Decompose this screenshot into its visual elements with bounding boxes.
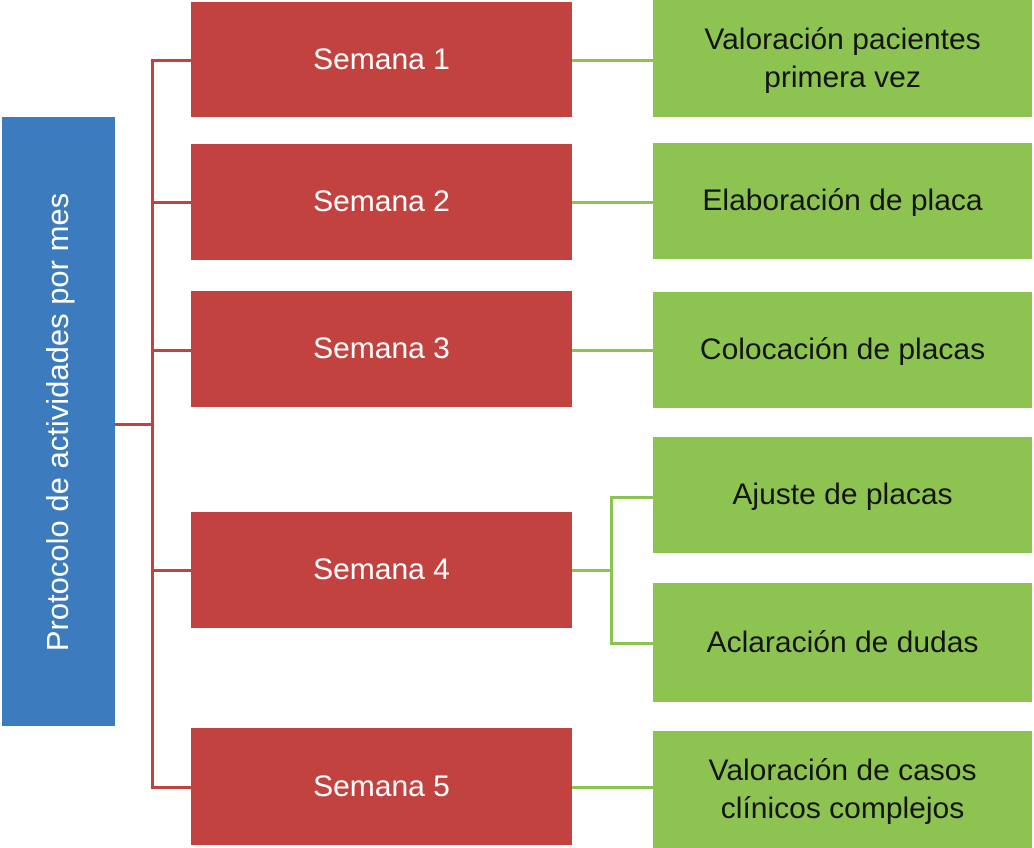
connector-week5-activity [572,786,653,789]
branch-week-4 [151,569,191,572]
connector-week4-vertical [610,496,613,645]
connector-week1-activity [572,59,653,62]
connector-week4-stub [572,569,613,572]
activity-node-5: Aclaración de dudas [653,583,1032,702]
root-node: Protocolo de actividades por mes [2,117,115,726]
week-node-5-label: Semana 5 [313,769,450,803]
week-node-1: Semana 1 [191,2,572,117]
connector-week4-activity-bottom [610,642,653,645]
branch-week-5 [151,786,191,789]
activity-node-6: Valoración de casos clínicos complejos [653,731,1032,848]
trunk-line [151,59,154,789]
activity-node-3: Colocación de placas [653,292,1032,408]
week-node-3-label: Semana 3 [313,332,450,365]
root-node-label: Protocolo de actividades por mes [40,192,76,651]
activity-node-1: Valoración pacientes primera vez [653,0,1032,117]
activity-node-4: Ajuste de placas [653,437,1032,553]
connector-week4-activity-top [610,496,653,499]
activity-node-2: Elaboración de placa [653,143,1032,259]
week-node-3: Semana 3 [191,291,572,407]
root-to-trunk-connector [115,423,151,426]
activity-node-2-label: Elaboración de placa [702,184,983,217]
branch-week-2 [151,201,191,204]
week-node-5: Semana 5 [191,728,572,845]
connector-week3-activity [572,349,653,352]
activity-node-4-label: Ajuste de placas [732,478,953,511]
activity-node-6-label: Valoración de casos clínicos complejos [708,753,977,825]
week-node-4-label: Semana 4 [313,553,450,586]
week-node-2: Semana 2 [191,144,572,260]
activity-node-5-label: Aclaración de dudas [706,625,979,659]
week-node-4: Semana 4 [191,512,572,628]
activity-node-3-label: Colocación de placas [699,333,986,366]
week-node-2-label: Semana 2 [313,185,450,218]
connector-week2-activity [572,201,653,204]
branch-week-3 [151,349,191,352]
branch-week-1 [151,59,191,62]
week-node-1-label: Semana 1 [313,42,450,76]
activity-node-1-label: Valoración pacientes primera vez [704,22,981,94]
